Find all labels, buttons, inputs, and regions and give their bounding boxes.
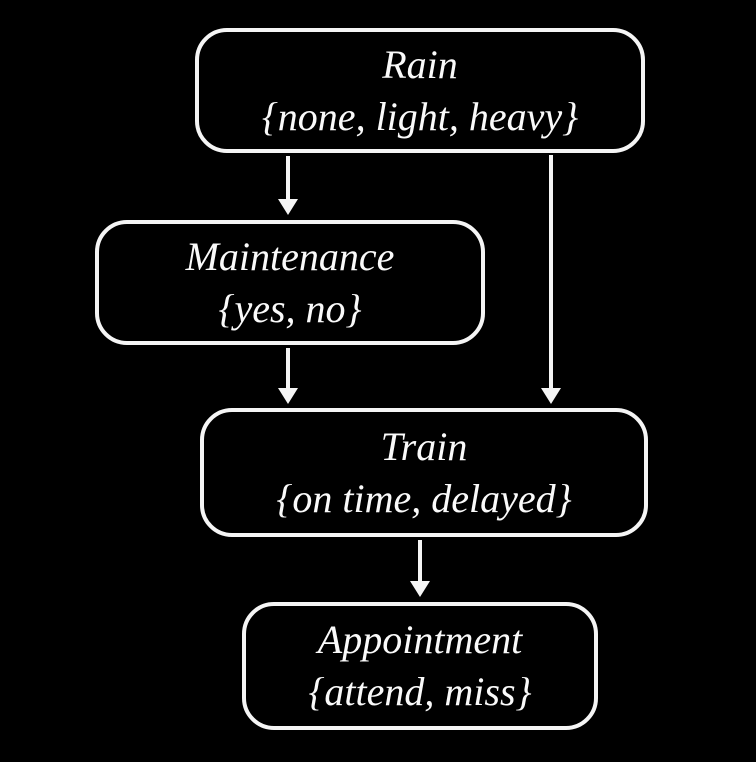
node-maintenance: Maintenance {yes, no} [95,220,485,345]
arrow-train-to-appointment [410,540,430,597]
arrow-rain-to-maintenance [278,156,298,215]
node-rain-values: {none, light, heavy} [261,93,579,139]
node-maintenance-label: Maintenance [185,233,395,279]
node-train-values: {on time, delayed} [276,475,572,521]
node-rain: Rain {none, light, heavy} [195,28,645,153]
node-train-label: Train [380,423,468,469]
node-maintenance-values: {yes, no} [218,285,362,331]
node-train: Train {on time, delayed} [200,408,648,537]
arrow-maintenance-to-train [278,348,298,404]
node-appointment: Appointment {attend, miss} [242,602,598,730]
arrow-rain-to-train [541,155,561,404]
node-appointment-label: Appointment [317,617,523,662]
node-rain-label: Rain [382,41,458,87]
node-appointment-values: {attend, miss} [308,669,532,714]
